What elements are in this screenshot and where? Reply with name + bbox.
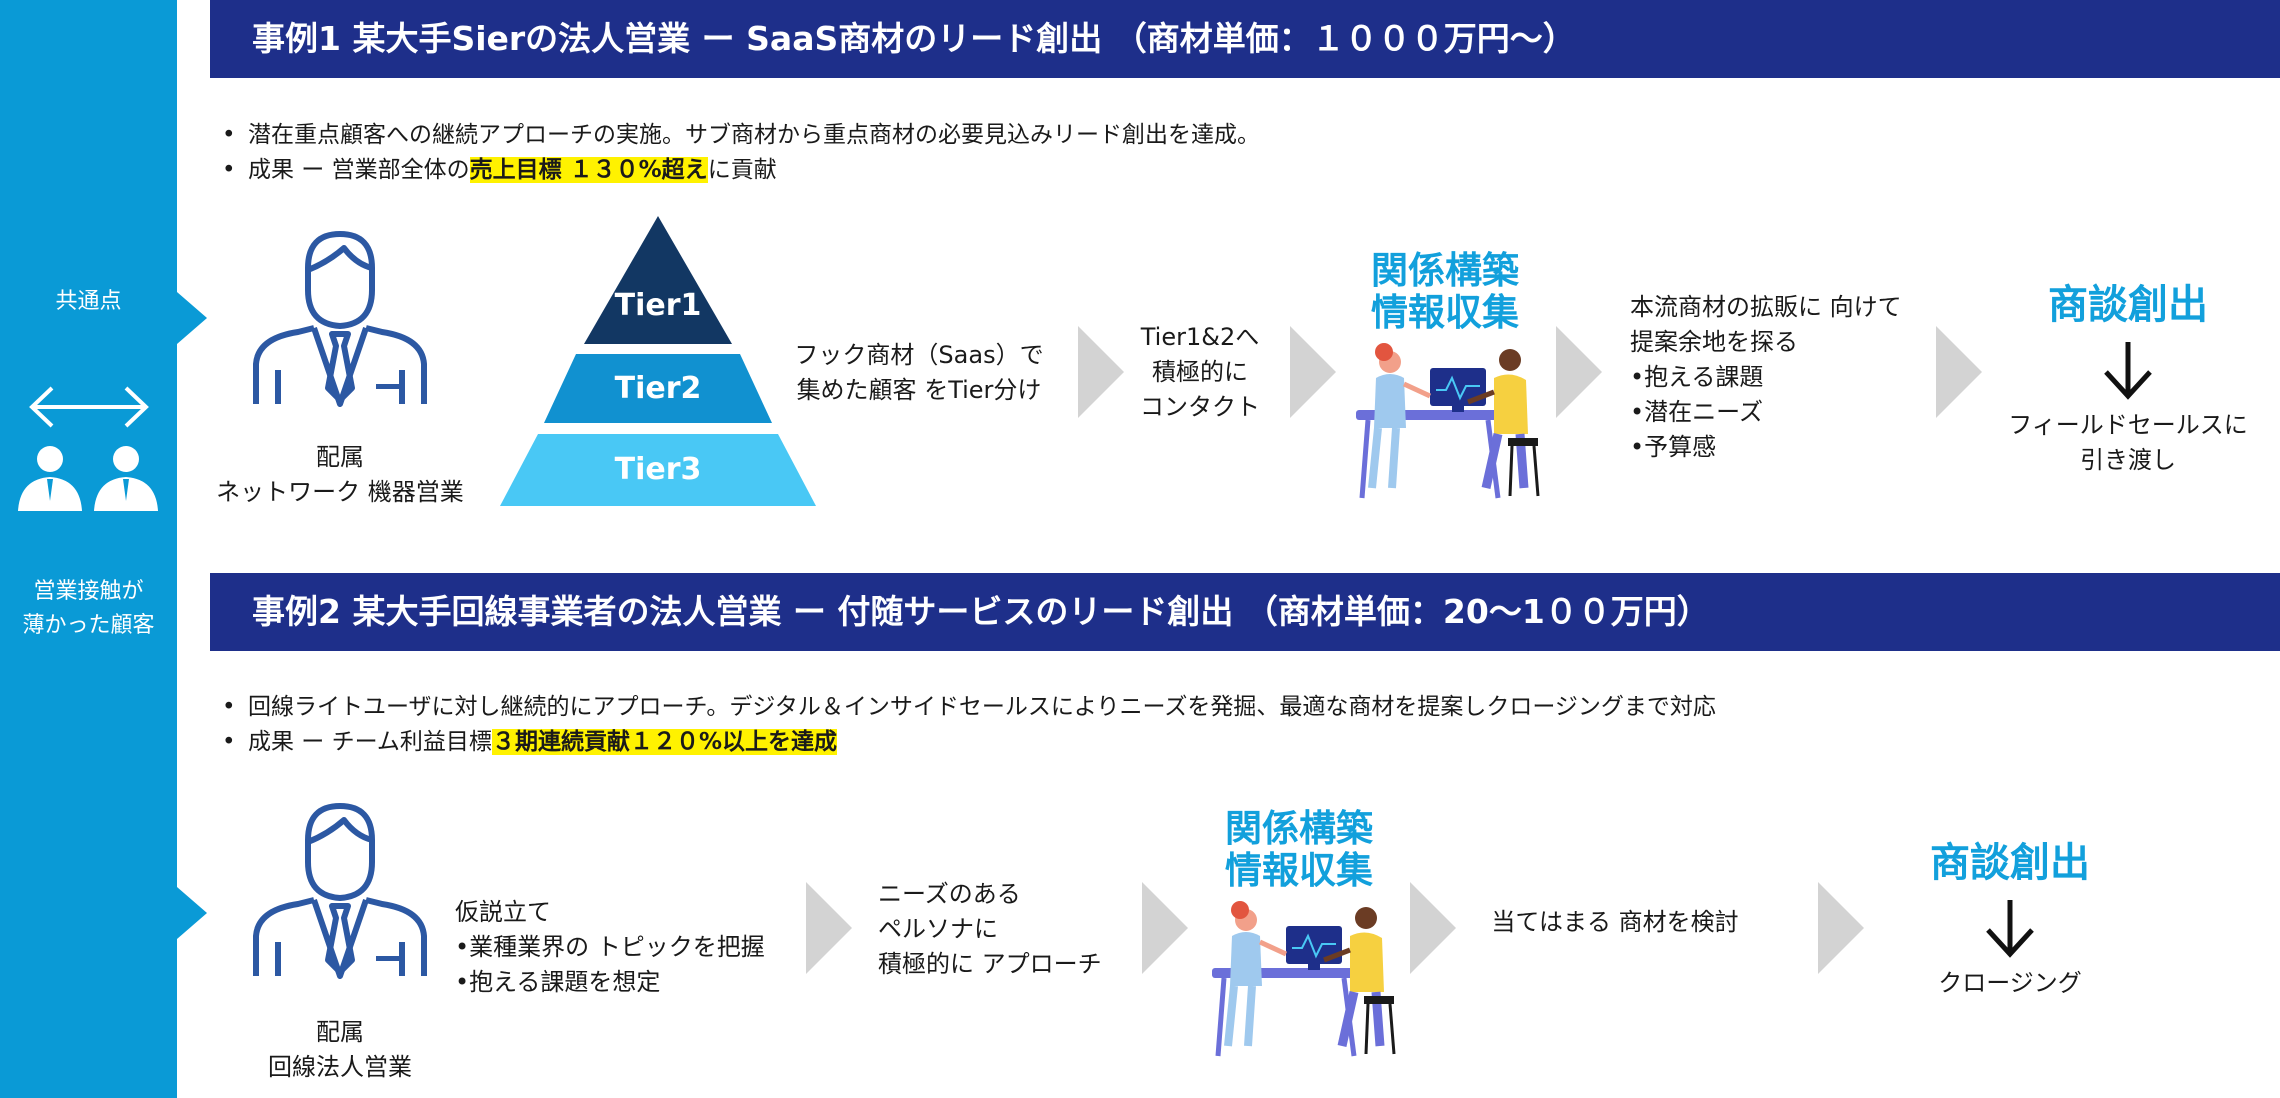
tier3-segment [500, 434, 816, 506]
case2-bullet-1: 回線ライトユーザに対し継続的にアプローチ。デジタル＆インサイドセールスによりニー… [222, 690, 1716, 725]
tier2-label: Tier2 [614, 371, 702, 406]
relationship-line1: 関係構築 [1371, 249, 1519, 292]
assignment-department: ネットワーク 機器営業 [216, 478, 464, 506]
double-arrow-icon [29, 386, 149, 428]
flow-chevron [1818, 882, 1864, 974]
case1-deal-title: 商談創出 [2048, 282, 2208, 328]
case2-bullets: 回線ライトユーザに対し継続的にアプローチ。デジタル＆インサイドセールスによりニー… [222, 690, 1716, 760]
case2-step1-line3: •抱える課題を想定 [455, 968, 661, 996]
case2-step1-line1: 仮説立て [455, 898, 551, 926]
case1-result-highlight: 売上目標 １３０%超え [469, 157, 708, 183]
case1-step3-line1: 本流商材の拡販に 向けて [1630, 293, 1902, 321]
case2-deal-title: 商談創出 [1930, 840, 2090, 886]
case1-step3-line3: •抱える課題 [1630, 363, 1764, 391]
case2-step2-line2: ペルソナに [878, 915, 998, 943]
case1-step3-line5: •予算感 [1630, 433, 1717, 461]
flow-chevron [1290, 326, 1336, 418]
flow-chevron [1936, 326, 1982, 418]
flow-chevron [806, 882, 852, 974]
case2-deal-desc: クロージング [1938, 969, 2082, 997]
meeting-illustration [1356, 343, 1540, 499]
common-points-label: 共通点 [55, 289, 122, 314]
case2-step-hypothesis: 仮説立て •業種業界の トピックを把握 •抱える課題を想定 [455, 895, 785, 1000]
case1-relationship-title: 関係構築 情報収集 [1340, 250, 1550, 334]
people-icon [18, 446, 158, 511]
case1-step2-line1: Tier1&2へ [1140, 323, 1260, 351]
case2-step-consider: 当てはまる 商材を検討 [1491, 908, 1739, 936]
case1-bullets: 潜在重点顧客への継続アプローチの実施。サブ商材から重点商材の必要見込みリード創出… [222, 118, 1260, 188]
case2-result-prefix: 成果 ー チーム利益目標 [248, 729, 492, 755]
tier1-segment [584, 216, 732, 344]
relationship-line2: 情報収集 [1225, 849, 1373, 892]
flow-chevron [1410, 882, 1456, 974]
case1-result-prefix: 成果 ー 営業部全体の [248, 157, 470, 183]
assignment-label: 配属 [316, 443, 364, 471]
case1-deal-desc: フィールドセールスに 引き渡し [1988, 408, 2268, 478]
sidebar-customer-label: 営業接触が 薄かった顧客 [0, 575, 177, 643]
flow-chevron [1556, 326, 1602, 418]
relationship-line1: 関係構築 [1225, 807, 1373, 850]
businessman-icon [253, 231, 427, 407]
case1-step1-line2: 集めた顧客 をTier分け [796, 376, 1042, 404]
assignment-label: 配属 [316, 1018, 364, 1046]
case2-step-approach: ニーズのある ペルソナに 積極的に アプローチ [878, 877, 1138, 982]
tier2-segment [544, 354, 772, 423]
flow-chevron [1078, 326, 1124, 418]
case1-step-contact: Tier1&2へ 積極的に コンタクト [1130, 320, 1270, 425]
sidebar-pointer-case2 [177, 887, 207, 939]
case1-step1-line1: フック商材（Saas）で [794, 341, 1044, 369]
down-arrow-icon [2104, 342, 2152, 400]
case2-result-highlight: ３期連続貢献１２０%以上を達成 [491, 729, 837, 755]
case1-step-explore: 本流商材の拡販に 向けて 提案余地を探る •抱える課題 •潜在ニーズ •予算感 [1630, 290, 1902, 465]
sidebar-pointer-case1 [177, 292, 207, 344]
case2-bullet-2: 成果 ー チーム利益目標３期連続貢献１２０%以上を達成 [222, 725, 1716, 760]
case2-relationship-title: 関係構築 情報収集 [1194, 808, 1404, 892]
case1-step3-line2: 提案余地を探る [1630, 328, 1798, 356]
relationship-line2: 情報収集 [1371, 291, 1519, 334]
businessman-icon [253, 803, 427, 979]
case1-assignment: 配属 ネットワーク 機器営業 [205, 440, 475, 510]
case1-result-suffix: に貢献 [707, 157, 777, 183]
case2-step2-line3: 積極的に アプローチ [878, 950, 1102, 978]
case1-step3-line4: •潜在ニーズ [1630, 398, 1763, 426]
case2-assignment: 配属 回線法人営業 [205, 1015, 475, 1085]
customer-label-line1: 営業接触が [33, 579, 144, 604]
tier3-label: Tier3 [614, 452, 702, 487]
tier-pyramid [500, 216, 816, 506]
case1-deal-line2: 引き渡し [2080, 446, 2176, 474]
meeting-illustration [1212, 901, 1396, 1057]
case2-step1-line2: •業種業界の トピックを把握 [455, 933, 765, 961]
case1-deal-line1: フィールドセールスに [2008, 411, 2248, 439]
case2-header: 事例2 某大手回線事業者の法人営業 ー 付随サービスのリード創出 （商材単価：2… [210, 573, 2280, 651]
assignment-department: 回線法人営業 [268, 1053, 412, 1081]
flow-chevron [1142, 882, 1188, 974]
case1-step-segment: フック商材（Saas）で 集めた顧客 をTier分け [784, 338, 1054, 408]
case1-step2-line2: 積極的に [1152, 358, 1248, 386]
customer-label-line2: 薄かった顧客 [22, 613, 155, 638]
down-arrow-icon [1986, 900, 2034, 958]
sidebar-panel [0, 0, 177, 1098]
case2-step2-line1: ニーズのある [878, 880, 1021, 908]
tier1-label: Tier1 [614, 288, 702, 323]
case1-header: 事例1 某大手Sierの法人営業 ー SaaS商材のリード創出 （商材単価：１０… [210, 0, 2280, 78]
case1-bullet-1: 潜在重点顧客への継続アプローチの実施。サブ商材から重点商材の必要見込みリード創出… [222, 118, 1260, 153]
case1-bullet-2: 成果 ー 営業部全体の売上目標 １３０%超えに貢献 [222, 153, 1260, 188]
case1-step2-line3: コンタクト [1140, 393, 1260, 421]
